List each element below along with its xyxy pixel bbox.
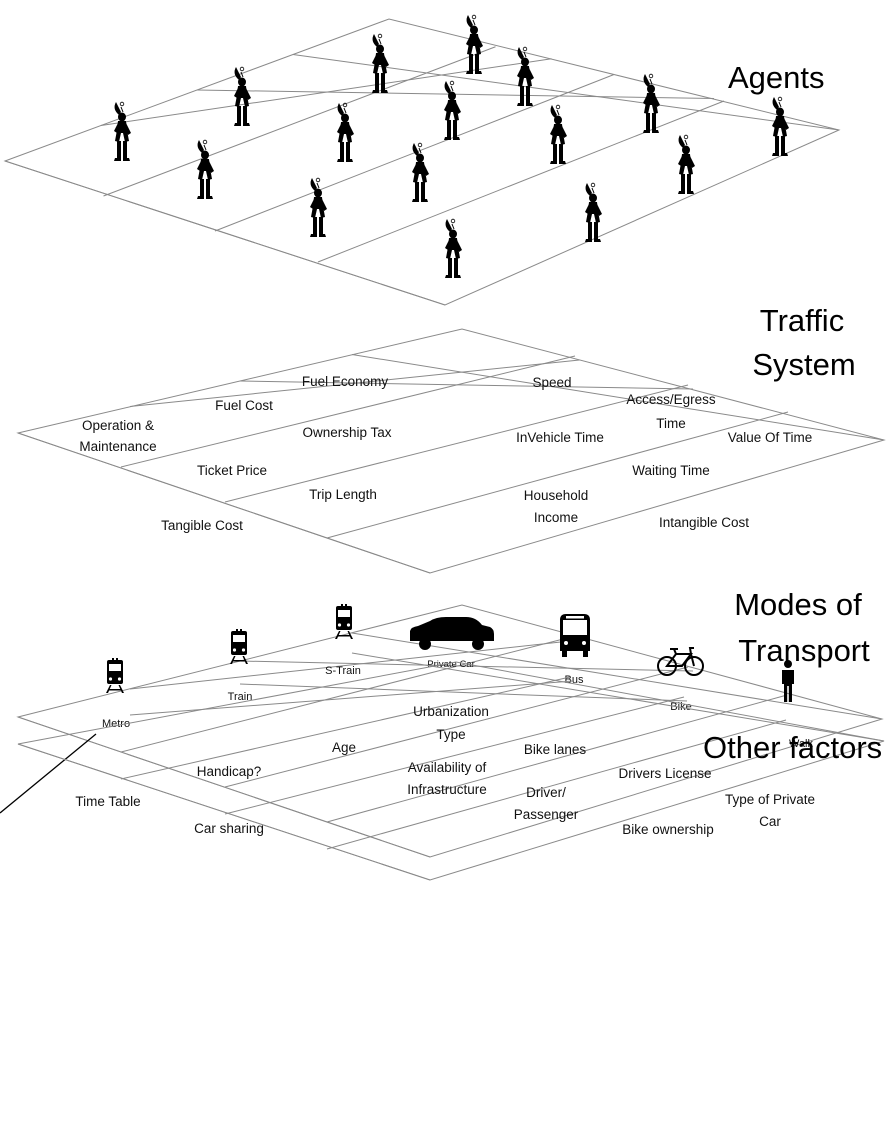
train-icon bbox=[230, 629, 248, 664]
label-operation-line2: Maintenance bbox=[79, 439, 156, 454]
modes-icons bbox=[106, 604, 794, 702]
label-type-private-line2: Car bbox=[759, 814, 781, 829]
label-private-car: Private Car bbox=[427, 659, 475, 670]
label-ticket-price: Ticket Price bbox=[197, 463, 267, 478]
agent-figure bbox=[443, 80, 462, 141]
other-title: Other factors bbox=[703, 730, 882, 765]
agent-figure bbox=[336, 102, 355, 163]
label-car-sharing: Car sharing bbox=[194, 821, 264, 836]
agent-figure bbox=[771, 96, 790, 157]
agent-figure bbox=[642, 73, 661, 134]
label-access-egress-line2: Time bbox=[656, 416, 686, 431]
agent-figure bbox=[411, 142, 430, 203]
other-grid bbox=[17, 652, 885, 881]
label-access-egress-line1: Access/Egress bbox=[626, 392, 716, 407]
label-driver-line1: Driver/ bbox=[526, 785, 566, 800]
agent-figure bbox=[516, 46, 535, 107]
label-driver-line2: Passenger bbox=[514, 807, 579, 822]
modes-grid bbox=[16, 604, 884, 858]
label-drivers-license: Drivers License bbox=[618, 766, 711, 781]
label-ownership-tax: Ownership Tax bbox=[302, 425, 391, 440]
agent-figure bbox=[309, 177, 328, 238]
other-labels: Urbanization Type Age Bike lanes Handica… bbox=[75, 704, 815, 837]
label-trip-length: Trip Length bbox=[309, 487, 377, 502]
agent-figure bbox=[233, 66, 252, 127]
bus-icon bbox=[560, 614, 590, 657]
label-handicap: Handicap? bbox=[197, 764, 262, 779]
label-value-of-time: Value Of Time bbox=[728, 430, 813, 445]
metro-icon bbox=[106, 658, 124, 693]
modes-title-line1: Modes of bbox=[734, 587, 862, 622]
bicycle-icon bbox=[657, 647, 704, 676]
agent-figures bbox=[113, 14, 790, 279]
label-age: Age bbox=[332, 740, 356, 755]
s-train-icon bbox=[335, 604, 353, 639]
label-urbanization-line2: Type bbox=[436, 727, 465, 742]
label-invehicle-time: InVehicle Time bbox=[516, 430, 604, 445]
label-availability-line2: Infrastructure bbox=[407, 782, 487, 797]
pointer-line bbox=[0, 733, 97, 814]
label-household-line2: Income bbox=[534, 510, 578, 525]
label-train: Train bbox=[228, 691, 253, 703]
modes-title-line2: Transport bbox=[738, 633, 870, 668]
label-tangible-cost: Tangible Cost bbox=[161, 518, 243, 533]
label-urbanization-line1: Urbanization bbox=[413, 704, 489, 719]
pedestrian-icon bbox=[782, 660, 794, 702]
traffic-title-line2: System bbox=[752, 347, 855, 382]
agent-figure bbox=[113, 101, 132, 162]
label-fuel-economy: Fuel Economy bbox=[302, 374, 389, 389]
label-waiting-time: Waiting Time bbox=[632, 463, 710, 478]
car-icon bbox=[410, 617, 494, 650]
traffic-grid bbox=[16, 328, 886, 574]
label-time-table: Time Table bbox=[75, 794, 140, 809]
label-walk: Walk bbox=[789, 738, 814, 750]
label-availability-line1: Availability of bbox=[408, 760, 487, 775]
agent-figure bbox=[677, 134, 696, 195]
agents-title: Agents bbox=[728, 60, 825, 95]
label-fuel-cost: Fuel Cost bbox=[215, 398, 273, 413]
label-speed: Speed bbox=[532, 375, 571, 390]
traffic-title-line1: Traffic bbox=[760, 303, 844, 338]
label-household-line1: Household bbox=[524, 488, 589, 503]
label-bike-ownership: Bike ownership bbox=[622, 822, 714, 837]
agent-figure bbox=[465, 14, 484, 75]
label-type-private-line1: Type of Private bbox=[725, 792, 815, 807]
agent-figure bbox=[444, 218, 463, 279]
traffic-labels: Fuel Economy Speed Fuel Cost Access/Egre… bbox=[79, 374, 812, 533]
agent-figure bbox=[549, 104, 568, 165]
label-operation-line1: Operation & bbox=[82, 418, 154, 433]
label-intangible-cost: Intangible Cost bbox=[659, 515, 749, 530]
label-bike-lanes: Bike lanes bbox=[524, 742, 587, 757]
agent-figure bbox=[584, 182, 603, 243]
label-s-train: S-Train bbox=[325, 665, 361, 677]
agent-figure bbox=[196, 139, 215, 200]
